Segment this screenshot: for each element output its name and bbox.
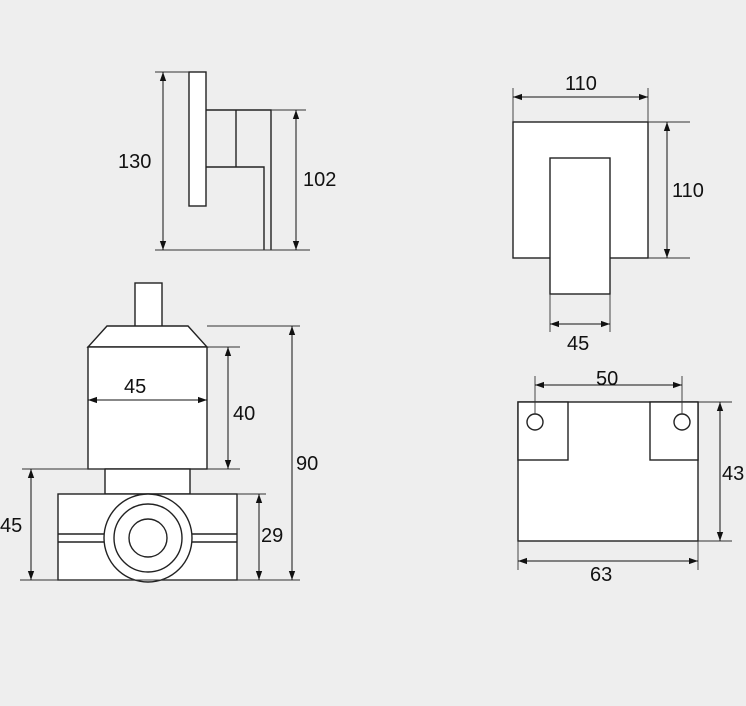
dim-label-45-body: 45 bbox=[124, 376, 146, 398]
dim-label-90: 90 bbox=[296, 453, 318, 475]
dim-label-110-width: 110 bbox=[565, 73, 597, 95]
dim-label-130: 130 bbox=[118, 151, 151, 173]
bracket-right-tab bbox=[649, 401, 699, 461]
bracket-view: 50 43 63 bbox=[517, 368, 744, 586]
valve-port-inner bbox=[128, 518, 168, 558]
side-view-body bbox=[206, 109, 272, 250]
dim-label-63: 63 bbox=[590, 564, 612, 586]
dim-label-29: 29 bbox=[261, 525, 283, 547]
valve-cap bbox=[86, 325, 209, 348]
dim-label-50: 50 bbox=[596, 368, 618, 390]
dim-label-102: 102 bbox=[303, 169, 336, 191]
side-view-body-step bbox=[206, 166, 265, 250]
valve-port-outer bbox=[103, 493, 193, 583]
side-view-plate bbox=[188, 71, 207, 207]
dim-label-40: 40 bbox=[233, 403, 255, 425]
dim-label-110-height: 110 bbox=[672, 180, 704, 202]
valve-port-middle bbox=[113, 503, 183, 573]
dim-label-45-base: 45 bbox=[0, 515, 22, 537]
front-handle bbox=[549, 157, 611, 295]
valve-collar bbox=[104, 468, 191, 495]
side-view: 130 102 bbox=[118, 71, 336, 251]
bracket-left-tab bbox=[517, 401, 569, 461]
bracket-left-hole bbox=[526, 413, 544, 431]
bracket-right-hole bbox=[673, 413, 691, 431]
valve-stem bbox=[134, 282, 163, 329]
front-plate-view: 110 110 45 bbox=[512, 73, 704, 355]
valve-body-view: 45 40 90 45 29 bbox=[0, 282, 318, 583]
dim-label-43: 43 bbox=[722, 463, 744, 485]
valve-housing bbox=[87, 346, 208, 470]
dim-label-45-handle: 45 bbox=[567, 333, 589, 355]
